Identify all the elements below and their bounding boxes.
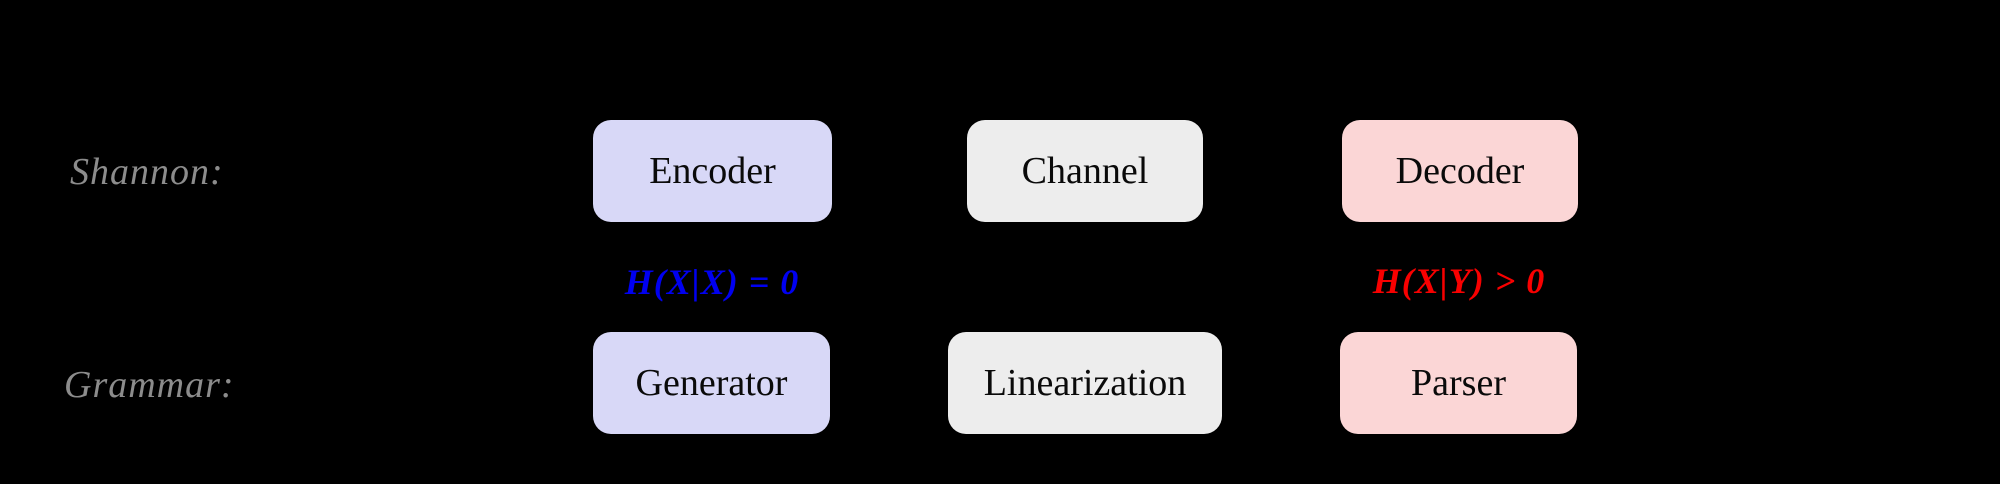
parser-box: Parser bbox=[1340, 332, 1577, 434]
encoder-box: Encoder bbox=[593, 120, 832, 222]
linearization-box: Linearization bbox=[948, 332, 1222, 434]
channel-box: Channel bbox=[967, 120, 1203, 222]
decoder-box: Decoder bbox=[1342, 120, 1578, 222]
positive-conditional-entropy-formula: H(X|Y) > 0 bbox=[1372, 261, 1546, 301]
grammar-row-label: Grammar: bbox=[64, 364, 235, 406]
generator-box: Generator bbox=[593, 332, 830, 434]
shannon-row-label: Shannon: bbox=[70, 151, 224, 193]
zero-conditional-entropy-formula: H(X|X) = 0 bbox=[624, 262, 800, 302]
